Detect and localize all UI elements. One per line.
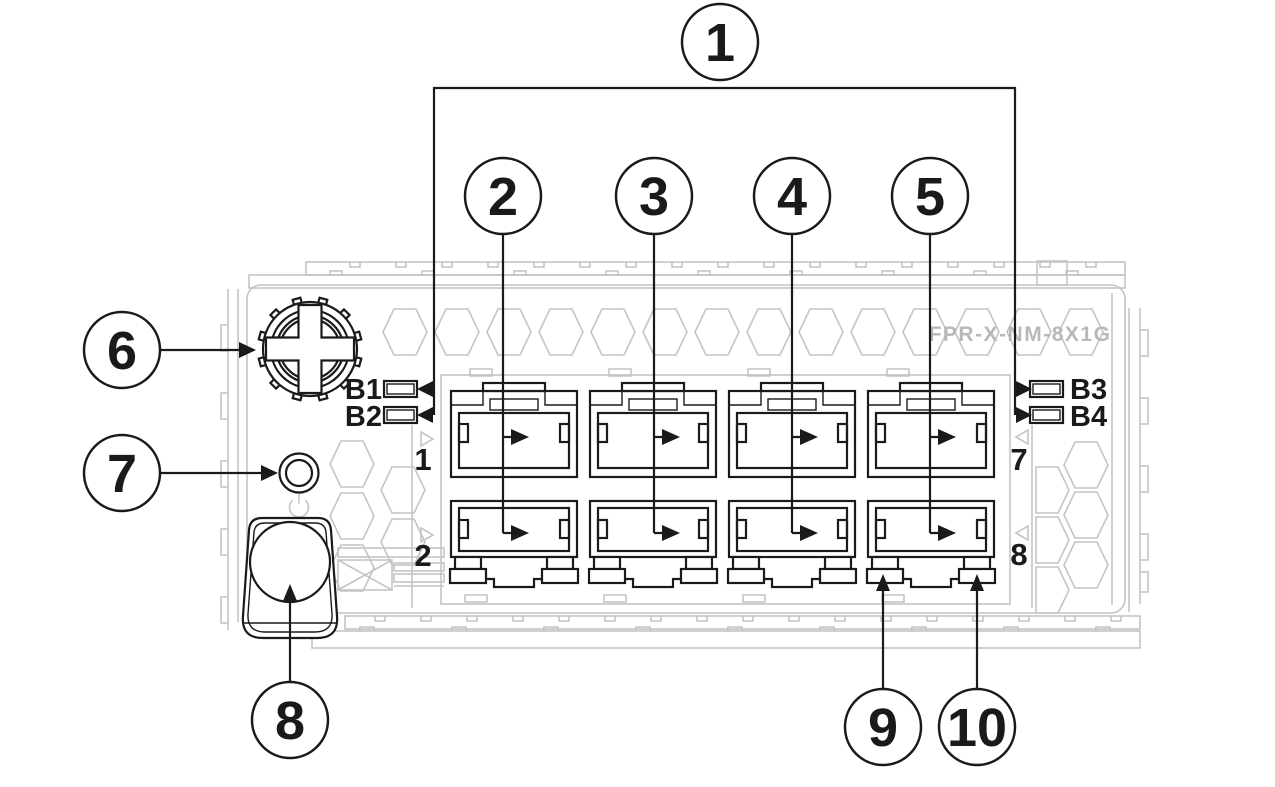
chassis-right-bracket-tabs	[1140, 329, 1149, 593]
callout-7-number: 7	[107, 444, 137, 504]
thumbscrew[interactable]	[257, 296, 363, 402]
callout-10-circle	[937, 687, 1017, 767]
callout-3: 3	[614, 156, 694, 541]
chassis-left-bracket	[227, 289, 239, 630]
vent-hex-right-flange	[1035, 441, 1109, 614]
callout-3-circle	[614, 156, 694, 236]
callout-3-number: 3	[639, 167, 669, 227]
model-label: FPR-X-NM-8X1G	[929, 323, 1112, 346]
callout-6-number: 6	[107, 321, 137, 381]
callout-5: 5	[890, 156, 970, 541]
port-label-7: 7	[1010, 442, 1027, 477]
chassis-bottom-rail-lower	[311, 630, 1141, 649]
port7-triangle-marker	[1014, 428, 1029, 446]
callout-6: 6	[82, 310, 256, 390]
callout-8-number: 8	[275, 691, 305, 751]
led-b2	[382, 405, 419, 425]
led-label-b2: B2	[345, 401, 382, 433]
led-b4	[1028, 405, 1065, 425]
chassis-top-right-tab	[1036, 260, 1068, 286]
callout-8: 8	[250, 584, 330, 760]
callout-2-number: 2	[488, 167, 518, 227]
callout-4: 4	[752, 156, 832, 541]
callout-9-number: 9	[868, 698, 898, 758]
callout-4-circle	[752, 156, 832, 236]
port-label-1: 1	[414, 442, 431, 477]
led-b1	[382, 379, 419, 399]
port2-triangle-marker	[420, 526, 435, 544]
round-button[interactable]	[278, 452, 320, 494]
chassis-artwork: FPR-X-NM-8X1G	[220, 260, 1149, 649]
port-block-recess	[440, 374, 1011, 605]
callout-7-circle	[82, 433, 162, 513]
callout-10-number: 10	[947, 698, 1007, 758]
power-icon	[288, 492, 310, 518]
chassis-bottom-rail-tabs	[359, 626, 1111, 631]
chassis-top-rail-notches	[349, 262, 1097, 268]
led-label-b4: B4	[1070, 401, 1107, 433]
callout-10: 10	[937, 574, 1017, 767]
chassis-right-bracket	[1128, 308, 1141, 612]
port-2-jack[interactable]	[448, 499, 580, 589]
callout-8-circle	[250, 680, 330, 760]
led-b3	[1028, 379, 1065, 399]
chassis-top-rail-lower	[248, 274, 1126, 289]
callout-5-number: 5	[915, 167, 945, 227]
callout-7: 7	[82, 433, 278, 513]
thumbscrew-phillips-cross	[264, 303, 356, 395]
callout-9-circle	[843, 687, 923, 767]
callout-2: 2	[463, 156, 543, 541]
chassis-top-rail-upper	[305, 261, 1126, 276]
port1-triangle-marker	[420, 430, 435, 448]
callout-6-circle	[82, 310, 162, 390]
led-label-b3: B3	[1070, 374, 1107, 406]
ejector-latch-mechanism	[337, 547, 445, 591]
port-label-8: 8	[1010, 537, 1027, 572]
callout-1: 1	[417, 2, 1032, 423]
module-faceplate	[246, 284, 1126, 614]
port-block-small-tabs	[464, 368, 910, 603]
port-1-jack[interactable]	[449, 381, 579, 479]
callout-9: 9	[843, 574, 923, 767]
callout-4-number: 4	[777, 167, 807, 227]
port-label-2: 2	[414, 538, 431, 573]
port8-triangle-marker	[1014, 524, 1029, 542]
callout-1-number: 1	[705, 13, 735, 73]
callout-5-circle	[890, 156, 970, 236]
port-label-strip-edges	[411, 425, 1033, 608]
ejector-handle[interactable]	[241, 516, 339, 640]
callout-2-circle	[463, 156, 543, 236]
led-label-b1: B1	[345, 374, 382, 406]
callout-1-circle	[680, 2, 760, 82]
chassis-top-rail-tabs	[329, 270, 1079, 275]
